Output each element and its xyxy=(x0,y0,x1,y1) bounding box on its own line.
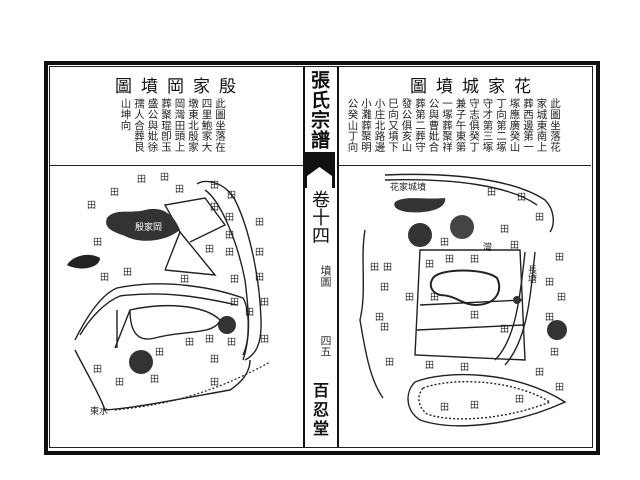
field-glyph: 田 xyxy=(255,217,264,228)
field-glyph: 田 xyxy=(500,324,509,335)
right-page-title: 花家城墳圖 xyxy=(410,77,540,97)
field-glyph: 田 xyxy=(515,394,524,405)
field-glyph: 田 xyxy=(380,282,389,293)
field-glyph: 田 xyxy=(255,247,264,258)
field-glyph: 田 xyxy=(470,254,479,265)
field-glyph: 田 xyxy=(230,297,239,308)
left-page-title: 殷家岡墳圖 xyxy=(115,77,245,97)
field-glyph: 田 xyxy=(375,312,384,323)
field-glyph: 田 xyxy=(487,187,496,198)
field-glyph: 田 xyxy=(260,334,269,345)
field-glyph: 田 xyxy=(425,259,434,270)
page-number: 四五 xyxy=(319,335,332,357)
field-glyph: 田 xyxy=(470,310,479,321)
field-glyph: 田 xyxy=(185,337,194,348)
field-glyph: 田 xyxy=(550,347,559,358)
field-glyph: 田 xyxy=(230,274,239,285)
map-label-hill: 殷家岡 xyxy=(135,221,162,233)
field-glyph: 田 xyxy=(137,174,146,185)
field-glyph: 田 xyxy=(225,247,234,258)
right-grave-map: 花家城墳 灣 長塘 田田田田田田田田田田田田田田田田田田田田田田田田田田田田田田… xyxy=(359,173,567,427)
page-outer-border xyxy=(44,61,600,455)
field-glyph: 田 xyxy=(245,307,254,318)
field-glyph: 田 xyxy=(150,374,159,385)
field-glyph: 田 xyxy=(100,272,109,283)
map-label-water: 東水 xyxy=(90,405,108,417)
field-glyph: 田 xyxy=(545,277,554,288)
field-glyph: 田 xyxy=(470,400,479,411)
field-glyph: 田 xyxy=(210,354,219,365)
map-label-bay: 灣 xyxy=(483,241,492,253)
field-glyph: 田 xyxy=(500,224,509,235)
right-page-description: 此圖坐落花家城東南上葬西邊第一塚應廣癸山丁向第二塚守才第三塚守志俱癸丁兼子午東第… xyxy=(346,98,562,152)
series-title: 張氏宗譜 xyxy=(308,70,330,150)
field-glyph: 田 xyxy=(445,254,454,265)
page-inner-border xyxy=(49,66,593,448)
field-glyph: 田 xyxy=(385,357,394,368)
section-label: 墳圖 xyxy=(319,265,332,287)
field-glyph: 田 xyxy=(160,172,169,183)
field-glyph: 田 xyxy=(460,362,469,373)
field-glyph: 田 xyxy=(545,312,554,323)
field-glyph: 田 xyxy=(225,212,234,223)
field-glyph: 田 xyxy=(535,367,544,378)
field-glyph: 田 xyxy=(255,272,264,283)
field-glyph: 田 xyxy=(205,334,214,345)
right-header-divider xyxy=(337,165,591,166)
field-glyph: 田 xyxy=(440,402,449,413)
field-glyph: 田 xyxy=(93,364,102,375)
field-glyph: 田 xyxy=(555,382,564,393)
field-glyph: 田 xyxy=(227,337,236,348)
field-glyph: 田 xyxy=(225,230,234,241)
left-grave-map: 殷家岡 東水 田田田田田田田田田田田田田田田田田田田田田田田田田田田田田田田田田 xyxy=(67,172,271,417)
field-glyph: 田 xyxy=(175,184,184,195)
field-glyph: 田 xyxy=(535,212,544,223)
field-glyph: 田 xyxy=(380,322,389,333)
field-glyph: 田 xyxy=(210,180,219,191)
field-glyph: 田 xyxy=(440,237,449,248)
field-glyph: 田 xyxy=(87,200,96,211)
field-glyph: 田 xyxy=(210,377,219,388)
field-glyph: 田 xyxy=(260,297,269,308)
field-glyph: 田 xyxy=(405,292,414,303)
field-glyph: 田 xyxy=(555,252,564,263)
map-label-pond: 長塘 xyxy=(526,265,537,284)
field-glyph: 田 xyxy=(180,274,189,285)
hall-name: 百忍堂 xyxy=(310,382,329,439)
field-glyph: 田 xyxy=(370,262,379,273)
field-glyph: 田 xyxy=(93,237,102,248)
field-glyph: 田 xyxy=(425,360,434,371)
field-glyph: 田 xyxy=(205,244,214,255)
field-glyph: 田 xyxy=(430,292,439,303)
left-page-description: 此圖坐落在四里鮑家大墩東北殷家岡灣田頭上葬聚琨卽玉盛公與妣徐孺人合葬艮山坤向 xyxy=(119,98,227,152)
field-glyph: 田 xyxy=(557,292,566,303)
field-glyph: 田 xyxy=(227,190,236,201)
field-glyph: 田 xyxy=(510,240,519,251)
map-label-title: 花家城墳 xyxy=(390,181,426,193)
field-glyph: 田 xyxy=(155,347,164,358)
field-glyph: 田 xyxy=(123,267,132,278)
field-glyph: 田 xyxy=(210,202,219,213)
fishtail-chevron-icon xyxy=(304,152,335,188)
volume-label: 卷十四 xyxy=(309,190,330,244)
field-glyph: 田 xyxy=(110,187,119,198)
field-glyph: 田 xyxy=(115,377,124,388)
field-glyph: 田 xyxy=(517,192,526,203)
field-glyph: 田 xyxy=(383,262,392,273)
left-header-divider xyxy=(50,165,303,166)
center-spine-column xyxy=(303,66,339,447)
